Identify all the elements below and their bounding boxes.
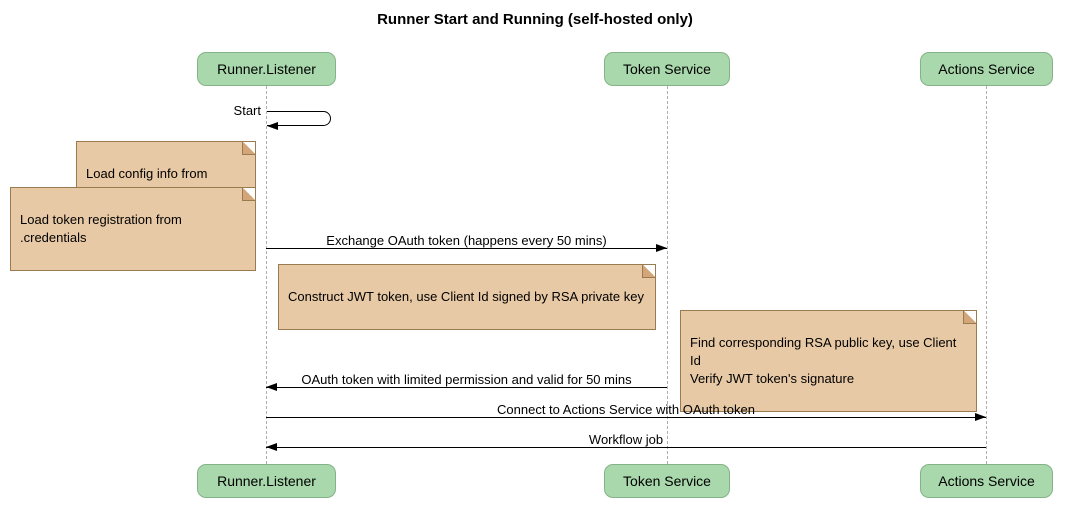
lifeline-actions-service [986, 86, 987, 464]
note-fold-icon [242, 188, 255, 201]
note-find-rsa: Find corresponding RSA public key, use C… [680, 310, 977, 412]
diagram-title: Runner Start and Running (self-hosted on… [377, 11, 693, 28]
note-fold-icon [242, 142, 255, 155]
note-construct-jwt: Construct JWT token, use Client Id signe… [278, 264, 656, 330]
message-start-arrowhead-icon [267, 122, 278, 130]
message-connect-label: Connect to Actions Service with OAuth to… [497, 402, 755, 417]
message-start-label: Start [233, 103, 261, 118]
lifeline-token-service [667, 86, 668, 464]
note-load-token: Load token registration from .credential… [10, 187, 256, 271]
message-start-self-loop [267, 111, 331, 126]
message-oauth-return-line [266, 387, 667, 388]
note-fold-icon [642, 265, 655, 278]
message-workflow-line [266, 447, 986, 448]
note-construct-jwt-text: Construct JWT token, use Client Id signe… [288, 289, 644, 304]
participant-top-runner-listener: Runner.Listener [197, 52, 336, 86]
participant-bottom-token-service: Token Service [604, 464, 730, 498]
participant-top-token-service: Token Service [604, 52, 730, 86]
note-fold-icon [963, 311, 976, 324]
message-oauth-return-label: OAuth token with limited permission and … [301, 372, 632, 387]
message-exchange-arrowhead-icon [656, 244, 667, 252]
lifeline-runner-listener [266, 86, 267, 464]
note-find-rsa-text: Find corresponding RSA public key, use C… [690, 335, 957, 386]
message-connect-line [266, 417, 986, 418]
note-load-token-text: Load token registration from .credential… [20, 212, 182, 245]
participant-bottom-runner-listener: Runner.Listener [197, 464, 336, 498]
message-workflow-label: Workflow job [588, 432, 664, 447]
participant-bottom-actions-service: Actions Service [920, 464, 1053, 498]
message-workflow-arrowhead-icon [266, 443, 277, 451]
message-oauth-return-arrowhead-icon [266, 383, 277, 391]
message-connect-arrowhead-icon [975, 413, 986, 421]
participant-top-actions-service: Actions Service [920, 52, 1053, 86]
message-exchange-label: Exchange OAuth token (happens every 50 m… [326, 233, 607, 248]
message-exchange-line [266, 248, 667, 249]
